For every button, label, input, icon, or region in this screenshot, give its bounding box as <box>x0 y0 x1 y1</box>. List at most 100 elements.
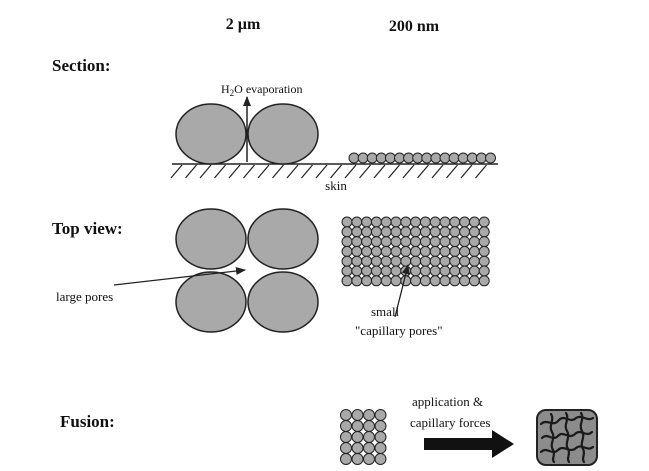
small-particle <box>400 275 412 287</box>
small-particle <box>400 226 412 238</box>
top-view-heading: Top view: <box>52 219 123 238</box>
small-particle <box>439 236 451 248</box>
fused-film-boundaries <box>539 411 595 464</box>
small-particle <box>361 275 373 287</box>
small-particle <box>410 265 422 277</box>
small-particle <box>468 255 480 267</box>
small-particle <box>390 255 402 267</box>
small-particle <box>439 245 451 257</box>
small-particle <box>351 442 364 454</box>
large-particle-top-1 <box>175 208 247 270</box>
small-particle <box>361 265 373 277</box>
evaporation-label: H2O evaporation <box>221 82 302 98</box>
hatch-mark <box>431 164 444 179</box>
evaporation-rest: O evaporation <box>234 82 302 96</box>
small-particle <box>459 216 471 228</box>
small-particle <box>410 226 422 238</box>
small-particle <box>380 275 392 287</box>
small-particle <box>380 226 392 238</box>
small-particle <box>351 226 363 238</box>
small-particle <box>351 216 363 228</box>
small-particle <box>459 265 471 277</box>
small-particle <box>375 152 387 164</box>
small-particle <box>400 245 412 257</box>
small-particle <box>459 226 471 238</box>
small-particle <box>419 245 431 257</box>
small-particle <box>403 152 415 164</box>
small-particle <box>439 265 451 277</box>
small-particle <box>478 216 490 228</box>
small-particle <box>341 265 353 277</box>
small-particle <box>419 226 431 238</box>
hatch-mark <box>272 164 284 179</box>
hatch-mark <box>460 164 473 179</box>
small-particle <box>439 275 451 287</box>
small-particle <box>485 152 496 164</box>
small-particle <box>351 453 364 465</box>
small-particle <box>448 152 460 164</box>
small-particle <box>374 442 387 454</box>
small-particle <box>449 255 461 267</box>
evaporation-subscript: 2 <box>230 88 235 98</box>
substrate-hatching <box>170 164 487 179</box>
small-particle <box>429 236 441 248</box>
small-particle <box>363 409 375 421</box>
small-particle <box>419 265 431 277</box>
small-particle <box>341 226 353 238</box>
small-particle <box>419 275 431 287</box>
small-particle <box>380 245 392 257</box>
large-particle-section-right <box>247 103 319 165</box>
small-particle <box>370 275 382 287</box>
fusion-particle-grid <box>340 409 387 465</box>
small-particle <box>459 245 471 257</box>
hatch-mark <box>214 164 226 179</box>
large-pores-arrow <box>113 267 246 286</box>
small-particle <box>419 255 431 267</box>
small-particle <box>340 431 352 443</box>
small-particle <box>370 255 382 267</box>
small-particle <box>478 275 490 287</box>
small-particle <box>449 216 461 228</box>
small-particle <box>459 236 471 248</box>
small-particle <box>341 216 353 228</box>
small-particle <box>340 409 352 421</box>
small-particle <box>468 265 480 277</box>
hatch-mark <box>388 164 400 179</box>
small-particle <box>466 152 478 164</box>
small-particle <box>429 226 441 238</box>
large-particle-top-2 <box>247 208 319 270</box>
small-particle <box>361 255 373 267</box>
hatch-mark <box>417 164 429 179</box>
small-particle <box>351 255 363 267</box>
small-particle <box>341 236 353 248</box>
small-particle <box>370 226 382 238</box>
hatch-mark <box>330 164 342 179</box>
small-particle <box>384 152 396 164</box>
small-particle <box>374 453 387 465</box>
large-pores-label: large pores <box>56 289 113 304</box>
small-particle <box>380 236 392 248</box>
small-particle <box>439 152 451 164</box>
hatch-mark <box>170 164 183 179</box>
small-particle <box>374 420 387 432</box>
small-particle <box>478 265 490 277</box>
small-particle <box>429 255 441 267</box>
small-particle <box>361 226 373 238</box>
small-particle <box>439 255 451 267</box>
hatch-mark <box>286 164 299 179</box>
small-particle <box>468 275 480 287</box>
small-particle <box>468 236 480 248</box>
small-particle <box>400 216 412 228</box>
small-particle <box>430 152 442 164</box>
small-particle <box>390 236 402 248</box>
small-particle <box>457 152 469 164</box>
small-particle <box>390 245 402 257</box>
small-particle <box>410 255 422 267</box>
small-particle <box>380 265 392 277</box>
small-particle <box>429 265 441 277</box>
small-particle <box>341 275 353 287</box>
small-particle <box>390 216 402 228</box>
large-particle-top-4 <box>247 271 319 333</box>
small-particle <box>429 245 441 257</box>
